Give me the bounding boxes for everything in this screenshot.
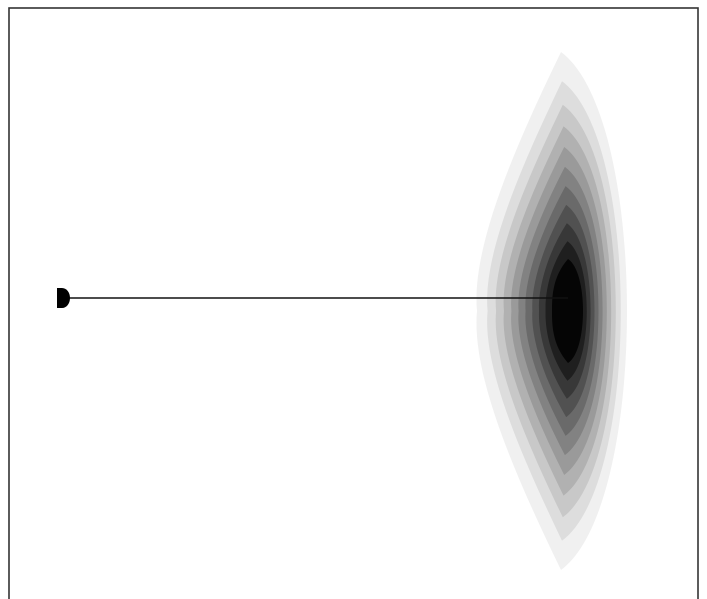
density-contour-level <box>552 259 583 363</box>
crescent-density-distribution <box>476 52 627 570</box>
diagram-frame <box>8 7 699 599</box>
point-source-marker <box>57 288 70 308</box>
